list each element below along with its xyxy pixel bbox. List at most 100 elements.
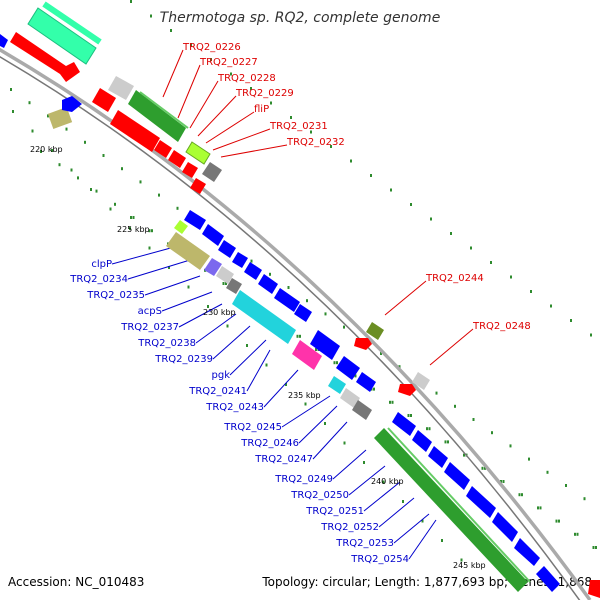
gene-label[interactable]: TRQ2_0235 [86, 290, 145, 301]
feature-green-gene-1[interactable] [128, 90, 186, 142]
feature-blue-gene-11[interactable] [356, 372, 376, 392]
feature-red-gene-244[interactable] [354, 338, 372, 350]
feature-blue-gene-220[interactable] [62, 96, 82, 112]
feature-red-gene-top[interactable] [10, 32, 80, 82]
gene-label[interactable]: TRQ2_0246 [240, 438, 299, 449]
tick-mark [296, 334, 299, 338]
feature-lime-gene[interactable] [185, 141, 211, 165]
leader-line [393, 513, 430, 544]
feature-blue-gene-08[interactable] [294, 304, 312, 322]
tick-mark [463, 453, 465, 457]
feature-blue-gene-09[interactable] [310, 330, 340, 360]
tick-mark [130, 216, 132, 219]
tick-mark [148, 246, 151, 250]
feature-blue-gene-19[interactable] [536, 566, 560, 592]
feature-blue-gene-05[interactable] [244, 262, 262, 280]
tick-mark [528, 457, 530, 461]
gene-label[interactable]: TRQ2_0226 [182, 42, 241, 53]
feature-red-gene-bottom[interactable] [588, 580, 600, 598]
feature-blue-gene-18[interactable] [514, 538, 540, 566]
feature-blue-gene-16[interactable] [466, 486, 496, 518]
feature-lightgray-gene-2[interactable] [216, 266, 234, 284]
gene-label[interactable]: TRQ2_0247 [254, 454, 313, 465]
feature-lime-gene-2[interactable] [174, 220, 188, 234]
gene-label[interactable]: TRQ2_0234 [69, 274, 128, 285]
tick-mark [500, 480, 502, 483]
gene-label[interactable]: TRQ2_0243 [205, 402, 264, 413]
feature-red-gene-e[interactable] [182, 162, 198, 178]
feature-olive-gene[interactable] [366, 322, 384, 340]
gene-label[interactable]: TRQ2_0227 [199, 57, 258, 68]
feature-blue-gene-07[interactable] [274, 288, 300, 312]
feature-blue-gene-06[interactable] [258, 274, 278, 294]
leader-line [229, 339, 267, 376]
gene-label[interactable]: TRQ2_0248 [472, 321, 531, 332]
tick-mark [150, 14, 152, 18]
gene-label[interactable]: TRQ2_0228 [217, 73, 276, 84]
tick-mark [130, 0, 132, 3]
feature-blue-gene-12[interactable] [392, 412, 416, 436]
feature-blue-gene-02[interactable] [202, 224, 224, 246]
gene-label[interactable]: TRQ2_0244 [425, 273, 484, 284]
gene-label[interactable]: TRQ2_0232 [286, 137, 345, 148]
feature-magenta-gene[interactable] [292, 340, 322, 370]
tick-mark [51, 149, 53, 152]
gene-label[interactable]: clpP [91, 259, 112, 270]
feature-darkgray-gene-2[interactable] [226, 278, 242, 294]
gene-label[interactable]: acpS [138, 306, 162, 317]
tick-mark [139, 180, 142, 184]
feature-blue-gene-03[interactable] [218, 240, 236, 258]
feature-red-gene-f[interactable] [190, 178, 206, 194]
gene-label[interactable]: TRQ2_0250 [290, 490, 349, 501]
tick-mark [450, 232, 452, 235]
feature-blue-gene-04[interactable] [232, 252, 248, 268]
tick-mark [421, 519, 424, 523]
feature-red-gene-a[interactable] [92, 88, 116, 112]
feature-red-gene-d[interactable] [168, 150, 186, 168]
feature-blue-gene-14[interactable] [428, 446, 448, 468]
feature-red-gene-c[interactable] [154, 140, 172, 158]
feature-cyan-gene-2[interactable] [328, 376, 346, 394]
feature-darkgray-gene-3[interactable] [352, 400, 372, 420]
gene-label[interactable]: TRQ2_0241 [188, 386, 247, 397]
gene-label[interactable]: TRQ2_0245 [223, 422, 282, 433]
gene-label[interactable]: TRQ2_0249 [274, 474, 333, 485]
feature-lightgray-gene-3[interactable] [340, 388, 360, 408]
genome-backbone-inner [0, 56, 581, 600]
gene-label[interactable]: TRQ2_0229 [235, 88, 294, 99]
feature-blue-gene-17[interactable] [492, 512, 518, 542]
feature-darkgray-gene[interactable] [202, 162, 222, 182]
gene-label[interactable]: fliP [254, 104, 269, 115]
feature-red-gene-248[interactable] [398, 384, 416, 396]
tick-mark [299, 334, 301, 338]
feature-aqua-gene[interactable] [27, 7, 97, 65]
tick-mark [430, 217, 432, 221]
feature-purple-gene[interactable] [204, 258, 222, 276]
gene-label[interactable]: TRQ2_0253 [335, 538, 394, 549]
tick-mark [151, 229, 153, 233]
feature-blue-gene-01[interactable] [184, 210, 206, 230]
gene-label[interactable]: TRQ2_0252 [320, 522, 379, 533]
feature-lightgray-gene[interactable] [108, 76, 134, 100]
feature-khaki-gene-220[interactable] [47, 107, 73, 129]
gene-label[interactable]: TRQ2_0237 [120, 322, 179, 333]
gene-label[interactable]: TRQ2_0239 [154, 354, 213, 365]
tick-mark [470, 246, 472, 250]
feature-lightgray-gene-248[interactable] [412, 372, 430, 390]
gene-label[interactable]: pgk [212, 370, 231, 381]
gene-label[interactable]: TRQ2_0238 [137, 338, 196, 349]
gene-label[interactable]: TRQ2_0251 [305, 506, 364, 517]
gene-label[interactable]: TRQ2_0231 [269, 121, 328, 132]
feature-khaki-gene-2[interactable] [166, 232, 210, 270]
feature-red-gene-b[interactable] [110, 110, 160, 152]
tick-mark [109, 207, 112, 211]
tick-mark [382, 480, 385, 484]
feature-blue-gene-13[interactable] [412, 430, 432, 452]
gene-label[interactable]: TRQ2_0254 [350, 554, 409, 565]
feature-blue-gene-edge[interactable] [0, 34, 8, 48]
feature-blue-gene-15[interactable] [444, 462, 470, 490]
feature-cyan-gene[interactable] [232, 290, 296, 344]
tick-mark [574, 532, 576, 536]
feature-blue-gene-10[interactable] [336, 356, 360, 380]
feature-green-gene-2[interactable] [374, 428, 528, 592]
